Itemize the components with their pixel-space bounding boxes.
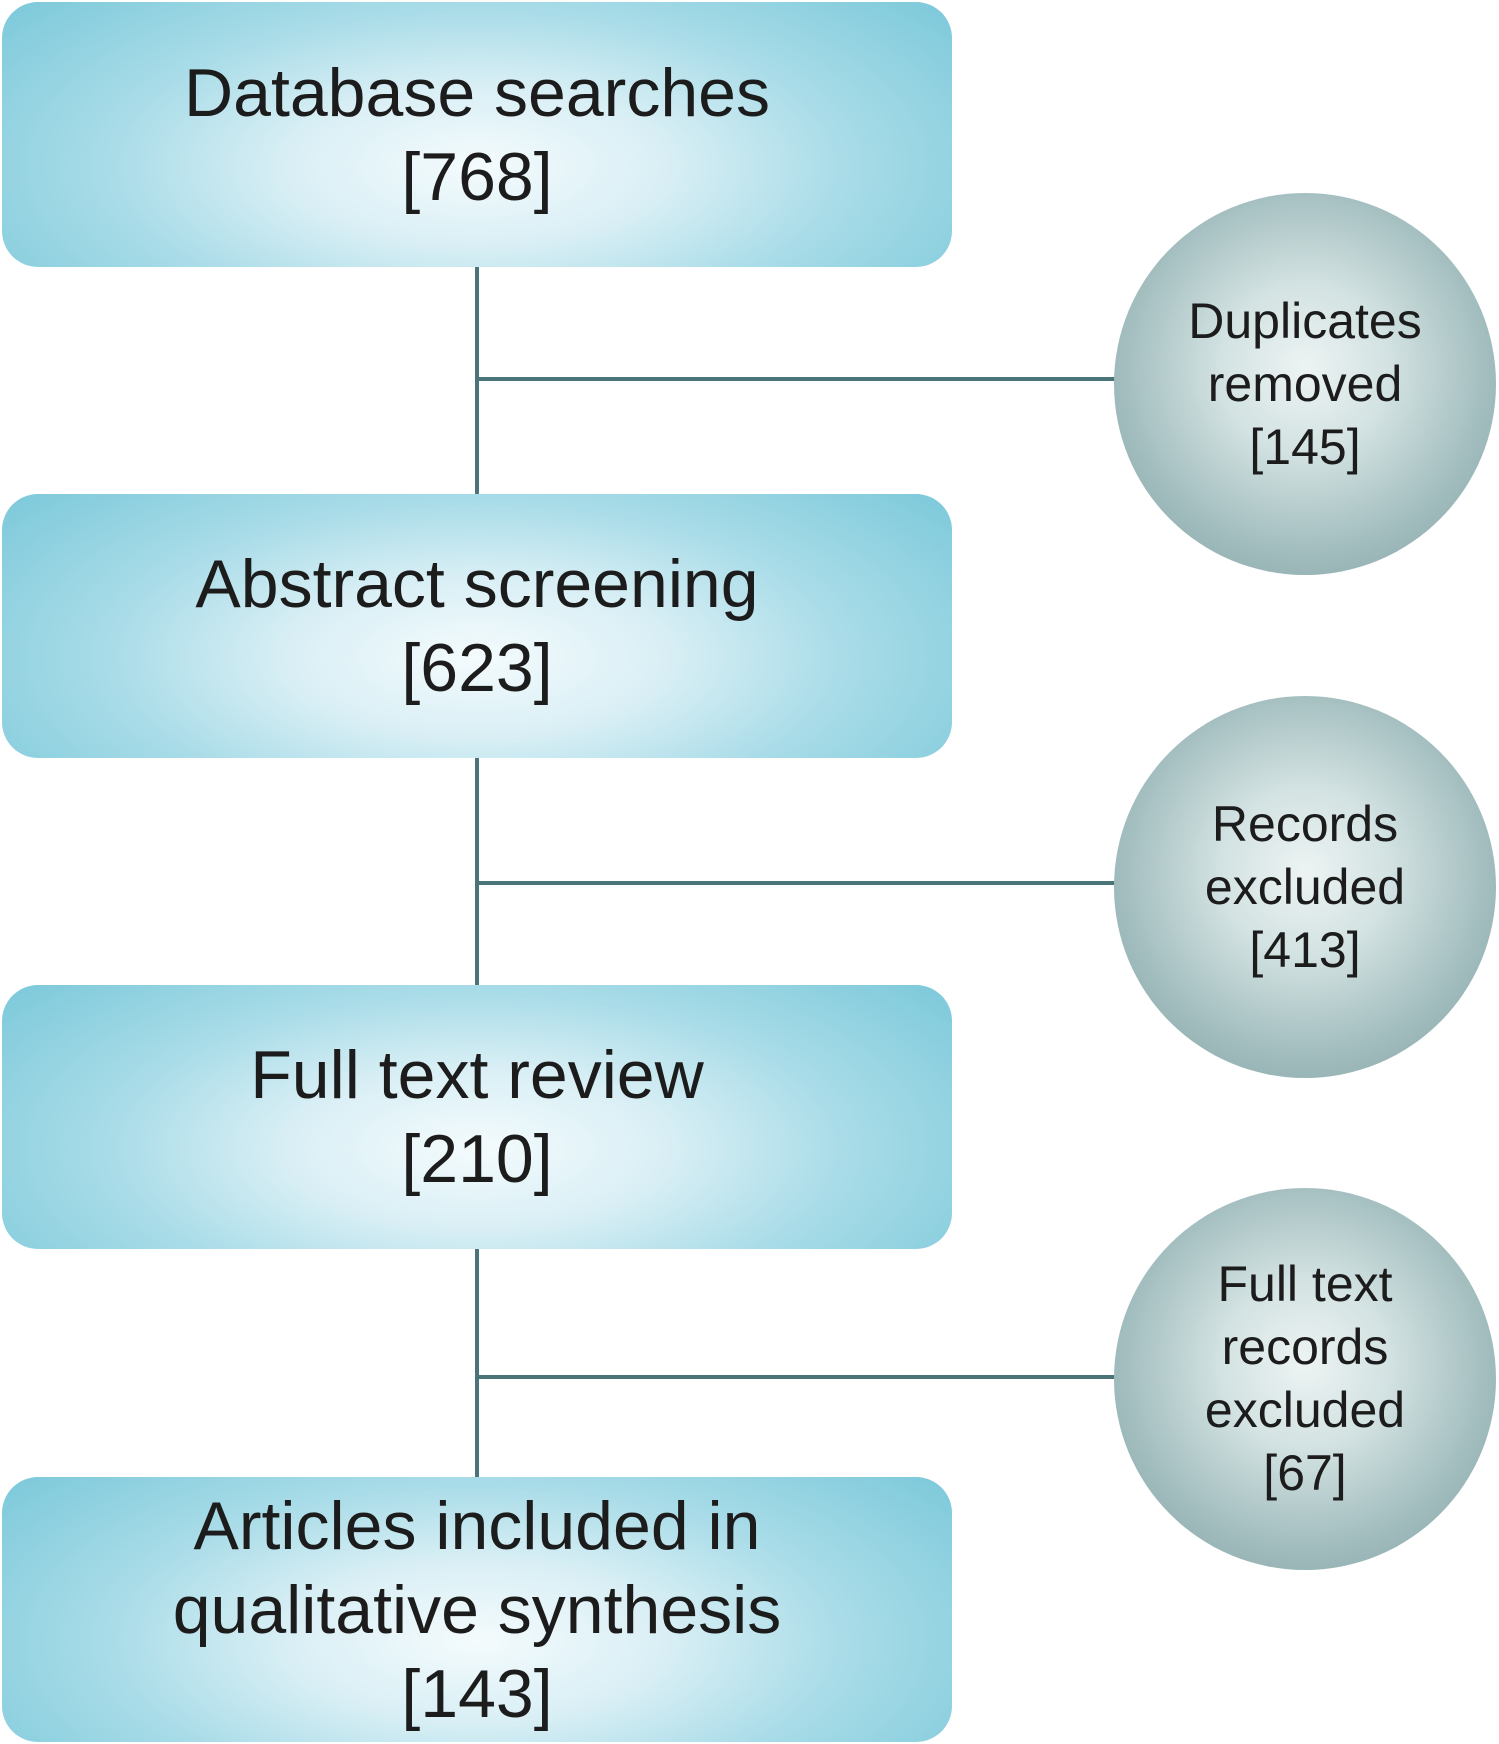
step-label-line2: qualitative synthesis [172, 1571, 782, 1648]
exclusion-records-excluded: Records excluded [413] [1114, 696, 1496, 1078]
exclusion-label-line2: removed [1207, 355, 1403, 412]
step-count: [623] [401, 630, 553, 706]
step-count: [210] [401, 1121, 553, 1197]
step-count: [768] [401, 138, 553, 215]
step-label: Full text review [250, 1037, 704, 1113]
step-count: [143] [401, 1655, 553, 1732]
exclusion-count: [413] [1249, 921, 1361, 978]
branch-duplicates-removed [475, 377, 1120, 381]
exclusion-label-line2: excluded [1204, 858, 1406, 915]
exclusion-count: [145] [1249, 418, 1361, 475]
connector-abstract-to-fulltext [475, 756, 479, 986]
exclusion-label-line1: Full text [1217, 1256, 1393, 1312]
exclusion-label-line1: Records [1211, 795, 1399, 852]
step-full-text-review: Full text review [210] [2, 985, 952, 1249]
step-label: Abstract screening [195, 546, 759, 622]
step-articles-included: Articles included in qualitative synthes… [2, 1477, 952, 1742]
step-database-searches: Database searches [768] [2, 2, 952, 267]
step-label-line1: Articles included in [193, 1487, 761, 1564]
exclusion-label-line2: records [1221, 1319, 1389, 1375]
exclusion-label-line1: Duplicates [1188, 292, 1422, 349]
step-abstract-screening: Abstract screening [623] [2, 494, 952, 758]
step-label: Database searches [184, 54, 770, 131]
connector-fulltext-to-articles [475, 1248, 479, 1478]
exclusion-count: [67] [1263, 1445, 1347, 1501]
branch-records-excluded [475, 881, 1120, 885]
branch-fulltext-records-excluded [475, 1375, 1120, 1379]
exclusion-duplicates-removed: Duplicates removed [145] [1114, 193, 1496, 575]
exclusion-label-line3: excluded [1204, 1382, 1406, 1438]
exclusion-full-text-records-excluded: Full text records excluded [67] [1114, 1188, 1496, 1570]
